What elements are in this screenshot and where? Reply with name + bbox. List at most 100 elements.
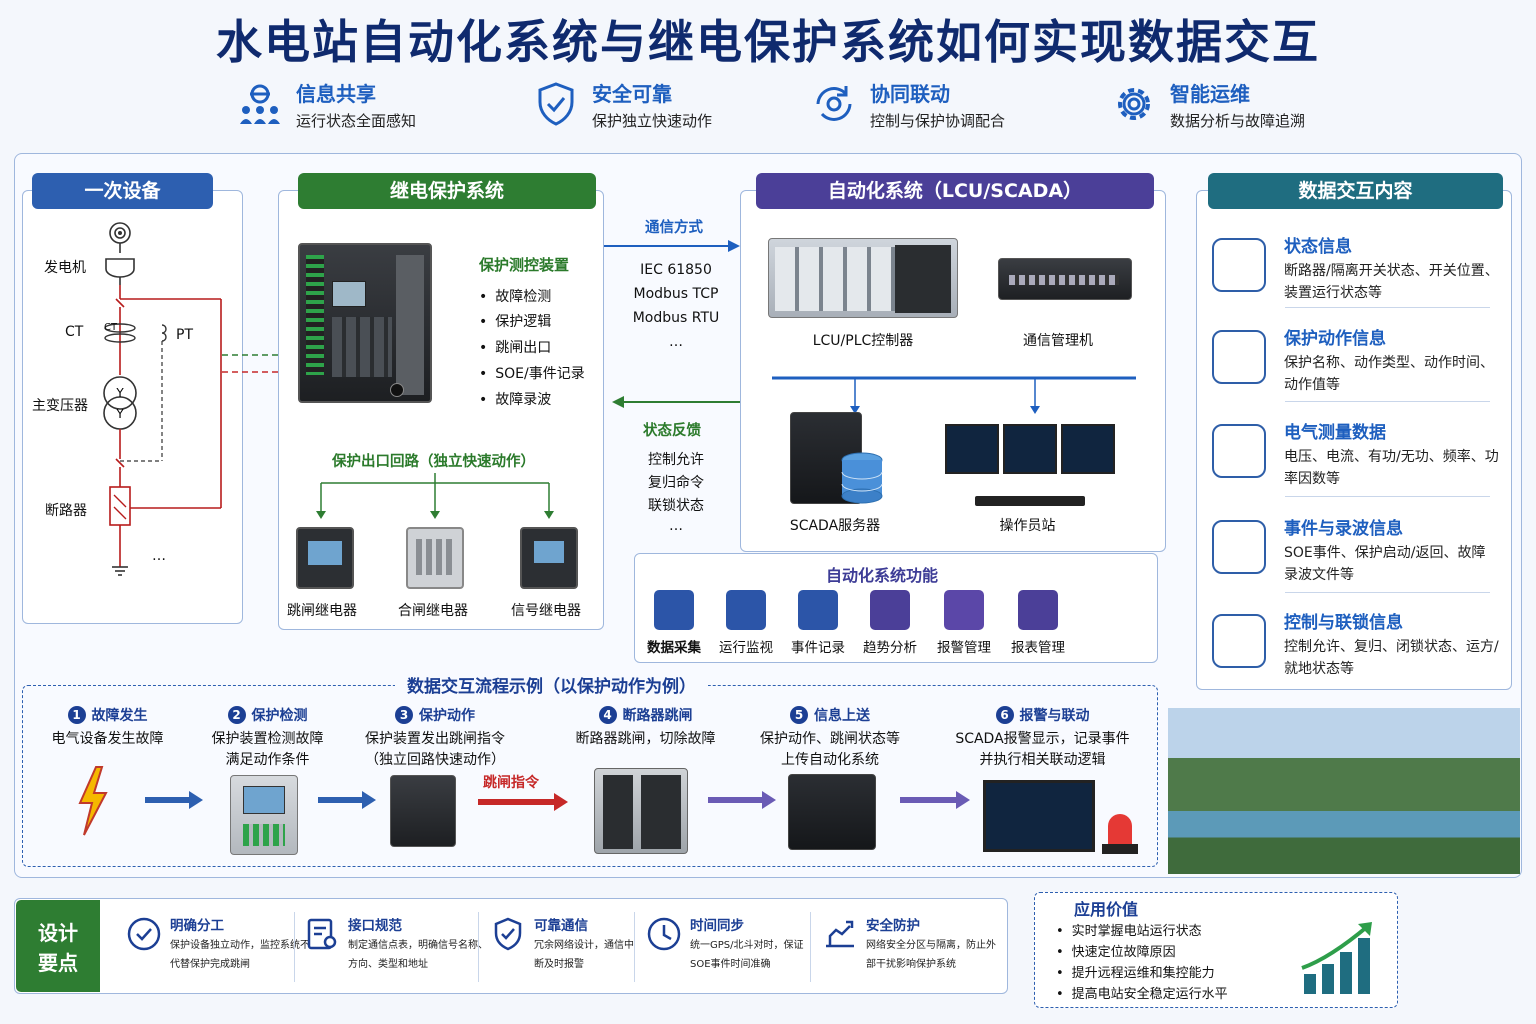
data-exchange-header: 数据交互内容 [1208,173,1503,209]
exchange-item-control: 控制与联锁信息 控制允许、复归、闭锁状态、运方/就地状态等 [1212,608,1499,696]
check-circle-icon [127,917,161,951]
clipboard-chart-icon [1212,520,1266,574]
design-point-division: 明确分工 保护设备独立动作，监控系统不代替保护完成跳闸 [126,912,310,982]
growth-chart-icon [1301,922,1372,994]
outlet-branch-lines [316,473,554,519]
label-generator: 发电机 [44,260,86,276]
feedback-item: 控制允许 [648,452,704,468]
function-report: 报表管理 [1002,590,1074,656]
svg-text:Y: Y [115,407,124,421]
alarm-clock-icon [1212,330,1266,384]
application-value-title: 应用价值 [1074,900,1139,919]
design-points-label: 设计要点 [16,900,100,992]
relay-function-item: SOE/事件记录 [479,363,584,383]
network-bus [772,376,1136,414]
scada-server-label: SCADA服务器 [789,518,881,534]
gear-icon [1118,88,1150,120]
comm-manager-image [998,258,1132,300]
feature-ops: 智能运维 数据分析与故障追溯 [1110,78,1370,134]
protection-action-device-image [390,775,456,847]
label-breaker: 断路器 [45,503,87,519]
protection-device-title: 保护测控装置 [479,256,570,274]
function-alarm: 报警管理 [928,590,1000,656]
protocol-item: IEC 61850 [640,262,712,278]
shield-check-icon [538,82,574,126]
relay-function-item: 故障录波 [479,389,551,409]
operator-station-label: 操作员站 [999,518,1056,534]
value-item: 实时掌握电站运行状态 [1056,920,1202,939]
design-point-time-sync: 时间同步 统一GPS/北斗对时，保证SOE事件时间准确 [646,912,811,982]
function-trend: 趋势分析 [854,590,926,656]
relay-label: 跳闸继电器 [287,603,357,619]
label-ct-small: CT [104,322,118,333]
function-data-acquisition: 数据采集 [638,590,710,656]
value-item: 提高电站安全稳定运行水平 [1056,983,1228,1002]
design-point-security: 安全防护 网络安全分区与隔离，防止外部干扰影响保护系统 [822,912,1002,982]
feature-title: 信息共享 [296,82,376,106]
feature-safe: 安全可靠 保护独立快速动作 [532,78,792,134]
value-item: 快速定位故障原因 [1056,941,1176,960]
label-ct: CT [65,324,84,340]
protection-device-image [298,243,432,403]
protocol-item: Modbus RTU [632,310,720,326]
automation-functions-title: 自动化系统功能 [825,566,938,585]
document-settings-icon [307,918,337,950]
trip-arrow [478,793,568,811]
feedback-item: 联锁状态 [648,498,704,514]
protocol-item: … [669,334,683,350]
protocol-item: Modbus TCP [633,286,719,302]
flow-arrow [708,791,776,809]
data-acquisition-icon [654,590,694,630]
feedback-title: 状态反馈 [643,423,701,439]
scada-server-image [788,774,876,850]
clock-icon [647,917,681,951]
label-transformer: 主变压器 [32,398,88,414]
feature-desc: 控制与保护协调配合 [870,112,1006,130]
hydropower-station-photo [1168,708,1520,874]
feature-title: 协同联动 [870,82,950,106]
report-icon [1018,590,1058,630]
feature-coop: 协同联动 控制与保护协调配合 [810,78,1070,134]
comm-arrow-right [604,240,740,252]
gear-icon [1212,614,1266,668]
design-point-interface: 接口规范 制定通信点表，明确信号名称、方向、类型和地址 [304,912,488,982]
label-pt: PT [176,327,193,343]
trip-command-label: 跳闸指令 [483,775,539,791]
shield-check-icon [494,917,522,951]
svg-text:Y: Y [115,386,124,400]
relay-protection-header: 继电保护系统 [298,173,596,209]
trip-relay-image [296,527,354,589]
lcu-label: LCU/PLC控制器 [812,333,914,349]
operator-monitor-image [983,780,1095,852]
feature-desc: 保护独立快速动作 [592,112,713,130]
flow-arrow [318,791,376,809]
relay-function-item: 跳闸出口 [479,337,551,357]
outlet-circuit-title: 保护出口回路（独立快速动作） [332,454,535,470]
lcu-controller-image [768,238,958,318]
exchange-item-protection: 保护动作信息 保护名称、动作类型、动作时间、动作值等 [1212,324,1494,412]
flow-title: 数据交互流程示例（以保护动作为例） [395,672,708,697]
protection-device-image [230,775,298,855]
document-list-icon [798,590,838,630]
sync-gear-icon [816,86,852,121]
circuit-breaker-image [594,768,688,854]
relay-label: 合闸继电器 [398,603,468,619]
exchange-item-event: 事件与录波信息 SOE事件、保护启动/返回、故障录波文件等 [1212,514,1492,602]
alarm-light-icon [1102,814,1138,854]
people-share-icon [240,84,280,124]
feature-info-share: 信息共享 运行状态全面感知 [236,78,496,134]
page-title: 水电站自动化系统与继电保护系统如何实现数据交互 [216,15,1320,69]
feedback-arrow-left [612,396,742,408]
primary-equipment-header: 一次设备 [32,173,213,209]
function-monitoring: 运行监视 [710,590,782,656]
feature-title: 安全可靠 [592,82,672,106]
flow-arrow [145,791,203,809]
exchange-item-measurement: 电气测量数据 电压、电流、有功/无功、频率、功率因数等 [1212,418,1499,506]
lightning-icon [78,766,108,836]
flow-arrow [900,791,970,809]
